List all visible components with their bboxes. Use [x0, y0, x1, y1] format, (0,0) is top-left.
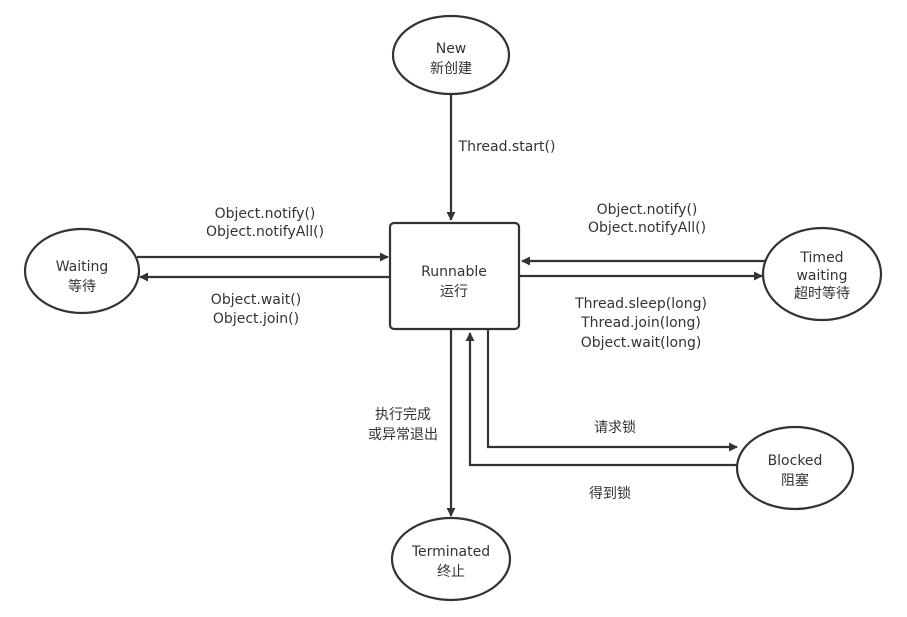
edge-label-acquire-lock: 得到锁 [589, 485, 631, 502]
edge-label-execution-complete: 执行完成 [375, 407, 431, 423]
state-runnable: Runnable 运行 [388, 221, 521, 331]
state-runnable-label-cn: 运行 [440, 284, 468, 300]
edge-label-timed-notify: Object.notify() [597, 202, 698, 218]
edge-blocked-to-runnable [465, 332, 738, 467]
state-waiting-label: Waiting [56, 259, 109, 275]
state-waiting-label-cn: 等待 [68, 278, 96, 295]
edge-label-waiting-notifyall: Object.notifyAll() [206, 224, 324, 240]
state-terminated-label: Terminated [411, 544, 490, 560]
state-timed-waiting-label-cn: 超时等待 [794, 285, 850, 302]
edge-label-object-wait-long: Object.wait(long) [581, 335, 702, 351]
edge-label-exception-exit: 或异常退出 [368, 427, 438, 443]
state-new-label-cn: 新创建 [430, 61, 472, 77]
state-timed-waiting: Timed waiting 超时等待 [761, 226, 883, 322]
edge-label-request-lock: 请求锁 [594, 420, 636, 436]
edge-label-object-wait: Object.wait() [211, 292, 301, 308]
edge-label-thread-join-long: Thread.join(long) [580, 315, 701, 331]
edges [137, 94, 765, 517]
state-blocked-label-cn: 阻塞 [781, 472, 809, 489]
edge-label-thread-start: Thread.start() [458, 139, 556, 155]
state-terminated: Terminated 终止 [390, 516, 512, 602]
edge-label-thread-sleep-long: Thread.sleep(long) [574, 296, 707, 312]
edge-label-object-join: Object.join() [213, 311, 299, 327]
edge-runnable-to-blocked [486, 330, 738, 452]
state-terminated-label-cn: 终止 [437, 564, 465, 580]
state-timed-waiting-label: Timed [799, 250, 843, 266]
state-runnable-label: Runnable [421, 264, 487, 280]
state-new-label: New [436, 41, 467, 57]
state-blocked: Blocked 阻塞 [735, 425, 855, 511]
edge-label-waiting-notify: Object.notify() [215, 206, 316, 222]
edge-label-timed-notifyall: Object.notifyAll() [588, 220, 706, 236]
state-blocked-label: Blocked [768, 453, 823, 469]
state-waiting: Waiting 等待 [23, 227, 141, 315]
state-new: New 新创建 [391, 14, 511, 96]
state-timed-waiting-label-2: waiting [796, 268, 847, 284]
